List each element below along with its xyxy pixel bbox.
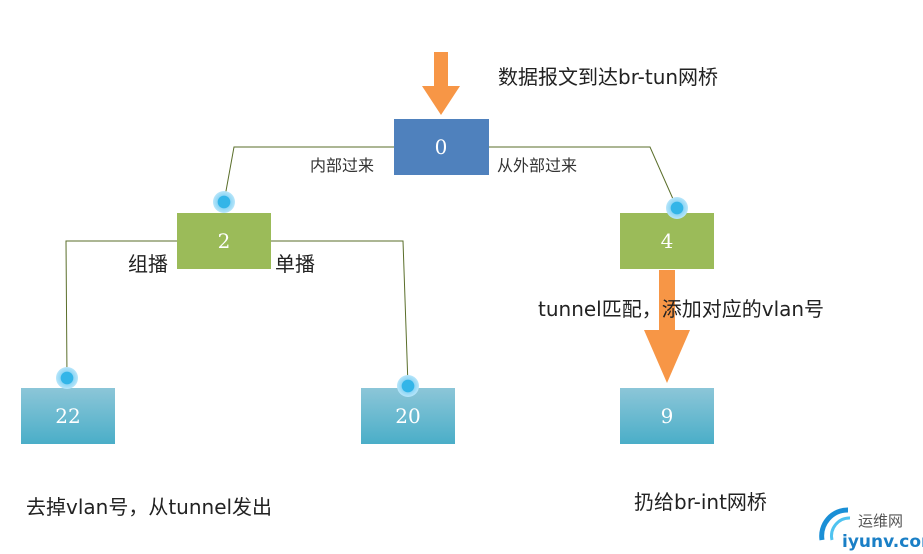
connector-dot (56, 367, 78, 389)
edge-2-to-20 (271, 240, 409, 387)
label-multicast: 组播 (128, 252, 168, 276)
node-2 (177, 213, 271, 269)
note-strip-vlan: 去掉vlan号，从tunnel发出 (26, 495, 272, 519)
node-22 (21, 388, 115, 444)
node-20 (361, 388, 455, 444)
node-20-label: 20 (395, 404, 420, 428)
node-4-label: 4 (661, 229, 674, 253)
node-4 (620, 213, 714, 269)
watermark-logo: 运维网 iyunv.com (819, 507, 923, 552)
node-9-label: 9 (661, 404, 674, 428)
node-9 (620, 388, 714, 444)
node-0-label: 0 (435, 135, 448, 159)
node-0 (394, 119, 489, 175)
label-internal: 内部过来 (310, 156, 374, 175)
connector-dot (213, 191, 235, 213)
arrow-down-icon (644, 270, 690, 383)
arrow-down-icon (422, 52, 460, 115)
connector-dot (666, 197, 688, 219)
svg-text:运维网: 运维网 (858, 512, 903, 530)
label-external: 从外部过来 (497, 156, 577, 175)
svg-text:iyunv.com: iyunv.com (842, 532, 923, 552)
edge-2-to-22 (65, 240, 177, 379)
label-unicast: 单播 (275, 252, 315, 276)
node-2-label: 2 (218, 229, 231, 253)
edge-0-to-4 (489, 146, 678, 209)
edge-0-to-2 (223, 146, 394, 203)
note-tunnel-match: tunnel匹配，添加对应的vlan号 (538, 297, 824, 321)
connector-dot (397, 375, 419, 397)
note-to-br-int: 扔给br-int网桥 (634, 490, 767, 514)
node-22-label: 22 (55, 404, 80, 428)
title-note: 数据报文到达br-tun网桥 (498, 65, 718, 89)
